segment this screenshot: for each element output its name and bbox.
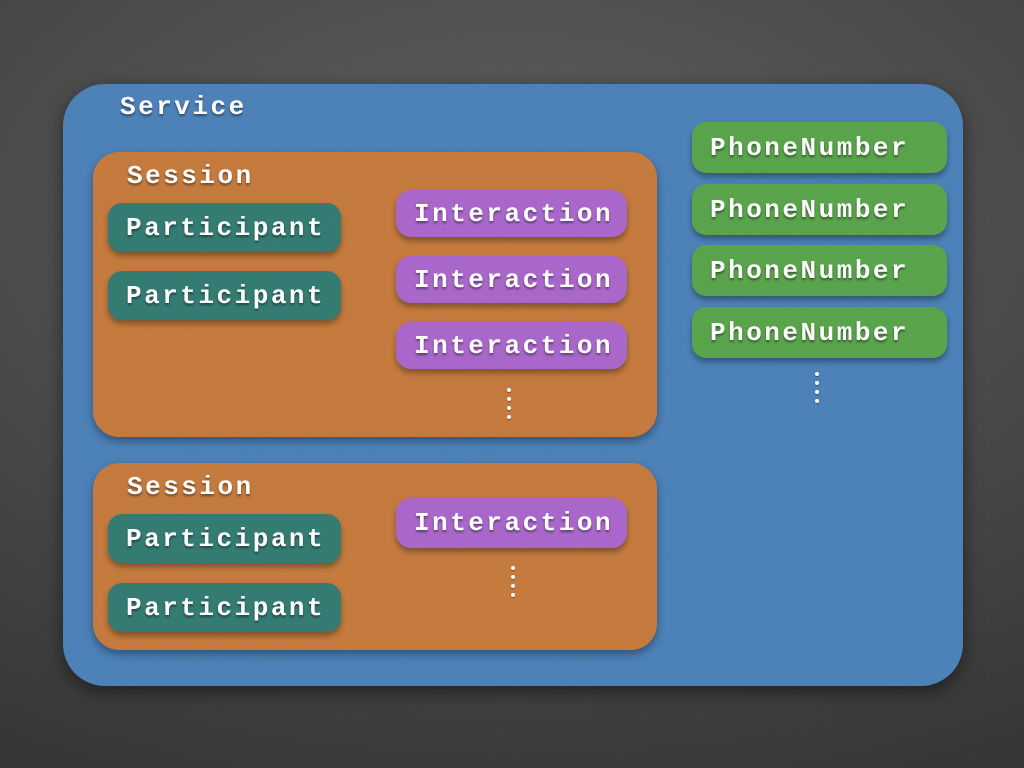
interaction-box: Interaction [396, 190, 627, 237]
ellipsis-dots [507, 388, 511, 419]
session-container-1: Session Participant Participant Interact… [93, 152, 657, 437]
phone-number-box: PhoneNumber [692, 307, 947, 358]
ellipsis-dots [815, 372, 819, 403]
interaction-box: Interaction [396, 322, 627, 369]
session-2-label: Session [127, 472, 254, 502]
interaction-box: Interaction [396, 498, 627, 548]
phone-number-box: PhoneNumber [692, 122, 947, 173]
dot [507, 406, 511, 410]
interaction-box: Interaction [396, 256, 627, 303]
dot [511, 566, 515, 570]
dot [815, 399, 819, 403]
dot [815, 372, 819, 376]
participant-box: Participant [108, 583, 341, 632]
service-container: Service Session Participant Participant … [63, 84, 963, 686]
participant-box: Participant [108, 271, 341, 320]
phone-number-box: PhoneNumber [692, 245, 947, 296]
dot [511, 593, 515, 597]
dot [507, 388, 511, 392]
dot [815, 381, 819, 385]
phone-number-box: PhoneNumber [692, 184, 947, 235]
participant-box: Participant [108, 514, 341, 563]
session-1-label: Session [127, 161, 254, 191]
dot [511, 584, 515, 588]
dot [511, 575, 515, 579]
dot [507, 397, 511, 401]
participant-box: Participant [108, 203, 341, 252]
dot [815, 390, 819, 394]
ellipsis-dots [511, 566, 515, 597]
session-container-2: Session Participant Participant Interact… [93, 463, 657, 650]
service-label: Service [120, 92, 247, 122]
dot [507, 415, 511, 419]
